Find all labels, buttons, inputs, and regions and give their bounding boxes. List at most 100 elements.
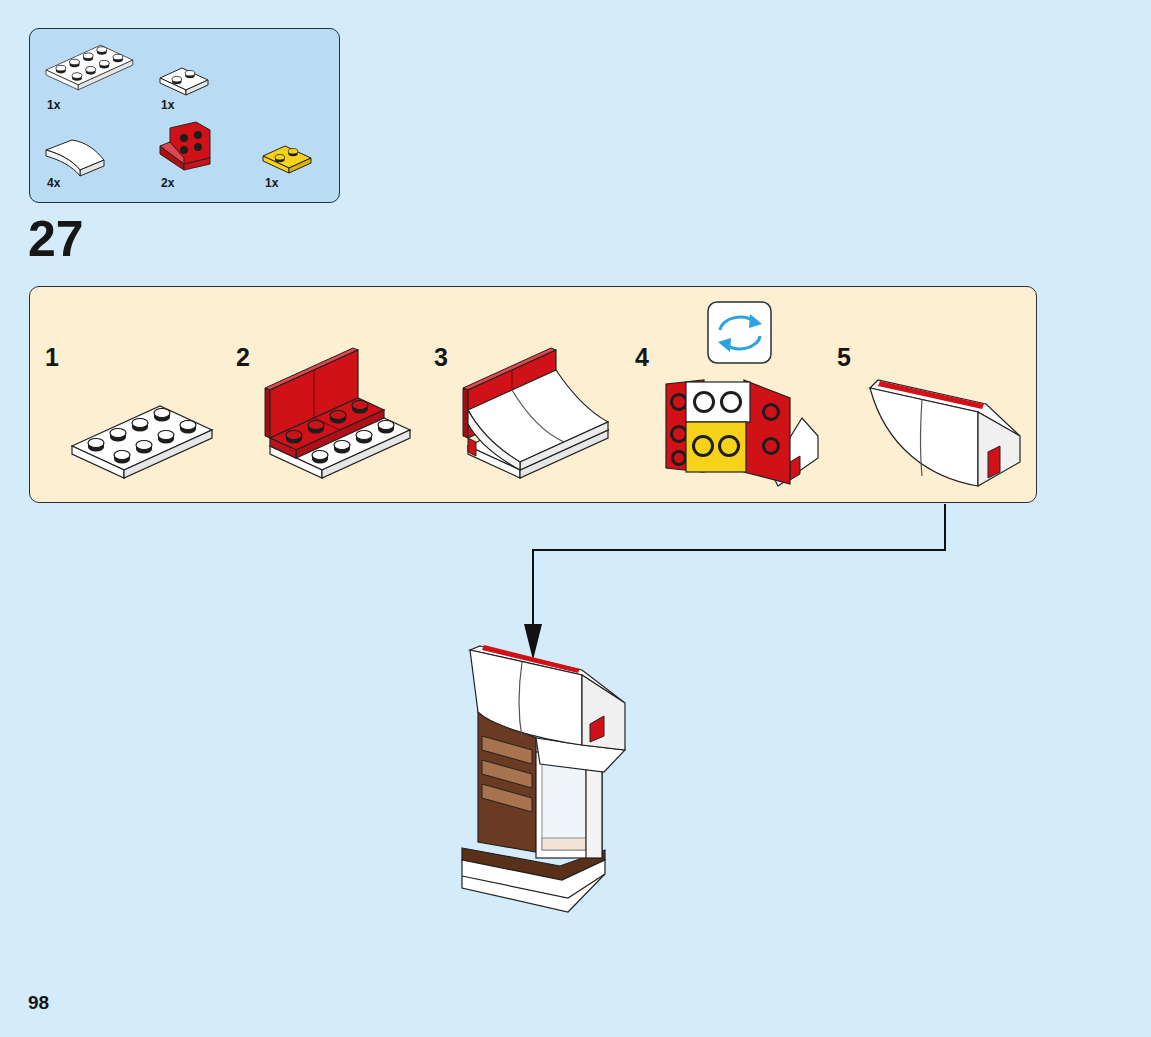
substep-number: 1 [45,345,59,370]
substep-number: 2 [236,345,250,370]
drawing-part [172,77,182,85]
step-number: 27 [28,214,84,264]
drawing-part [352,401,368,414]
drawing-part [723,394,739,410]
drawing-part [275,155,285,160]
part-count: 1x [161,99,174,111]
drawing-part [46,45,133,90]
drawing-part [670,425,688,443]
drawing-part [695,438,711,454]
substep-number: 3 [434,345,448,370]
substep-4-figure [666,380,818,486]
drawing-part [97,47,107,55]
drawing-part [160,142,184,164]
drawing-part [720,391,742,413]
drawing-part [194,131,202,139]
drawing-part [790,456,800,480]
drawing-part [308,421,324,434]
drawing-part [160,122,210,170]
drawing-part [693,391,715,413]
drawing-part [99,60,109,68]
part-count: 1x [265,177,278,189]
drawing-part [533,504,945,636]
drawing-part [468,438,476,456]
drawing-part [482,760,532,788]
drawing-part [482,784,532,812]
drawing-part [46,140,104,176]
substep-number: 5 [837,345,851,370]
drawing-part [542,838,586,850]
drawing-part [286,431,302,444]
drawing-part [582,675,625,750]
drawing-part [289,158,311,173]
drawing-part [113,54,123,62]
drawing-part [519,662,522,738]
drawing-part [988,446,1000,478]
drawing-part [80,160,104,176]
drawing-part [721,438,737,454]
drawing-part [586,766,602,858]
part-count: 2x [161,177,174,189]
drawing-part [744,380,790,484]
drawing-part [296,410,384,458]
drawing-part [670,393,688,411]
drawing-part [718,435,740,457]
drawing-part [718,338,731,352]
part-count: 4x [47,177,60,189]
drawing-part [185,71,195,79]
drawing-part [512,390,564,442]
drawing-part [765,406,777,418]
drawing-part [180,134,188,142]
drawing-part [275,149,298,163]
part-count: 1x [47,99,60,111]
drawing-part [462,860,605,912]
page-number: 98 [28,993,49,1012]
drawing-part [83,53,93,61]
drawing-part [696,394,712,410]
drawing-part [160,68,208,95]
drawing-part [70,59,80,67]
substep-1-figure [72,406,212,478]
drawing-part [46,45,133,90]
drawing-part [114,451,130,464]
substep-2-figure [265,348,410,478]
drawing-part [88,439,104,452]
drawing-part [762,437,780,455]
drawing-part [470,650,582,745]
drawing-part [671,450,687,466]
drawing-part [72,406,212,478]
drawing-part [921,400,923,476]
drawing-part [334,441,350,454]
drawing-part [762,403,780,421]
parts-panel-ground [29,28,340,203]
drawing-part [524,624,542,660]
drawing-part [288,149,298,157]
drawing-part [686,422,746,472]
drawing-part [72,73,82,81]
drawing-part [468,410,520,470]
drawing-part [275,155,285,163]
substep-panel-ground [29,286,1037,503]
drawing-part [520,422,608,470]
drawing-part [194,143,202,151]
drawing-part [978,412,1020,486]
drawing-part [673,428,685,440]
drawing-part [56,65,66,73]
drawing-part [288,149,298,154]
drawing-part [686,382,750,422]
drawing-part [749,314,762,328]
drawing-part [708,302,771,363]
drawing-part [674,453,684,463]
drawing-part [378,421,394,434]
drawing-part [462,874,605,898]
drawing-part [673,396,685,408]
drawing-part [158,431,174,444]
drawing-part [330,411,346,424]
drawing-part [172,71,195,85]
substep-number: 4 [635,345,649,370]
drawing-part [136,441,152,454]
placement-arrow [524,504,945,660]
rotate-icon [708,302,771,363]
